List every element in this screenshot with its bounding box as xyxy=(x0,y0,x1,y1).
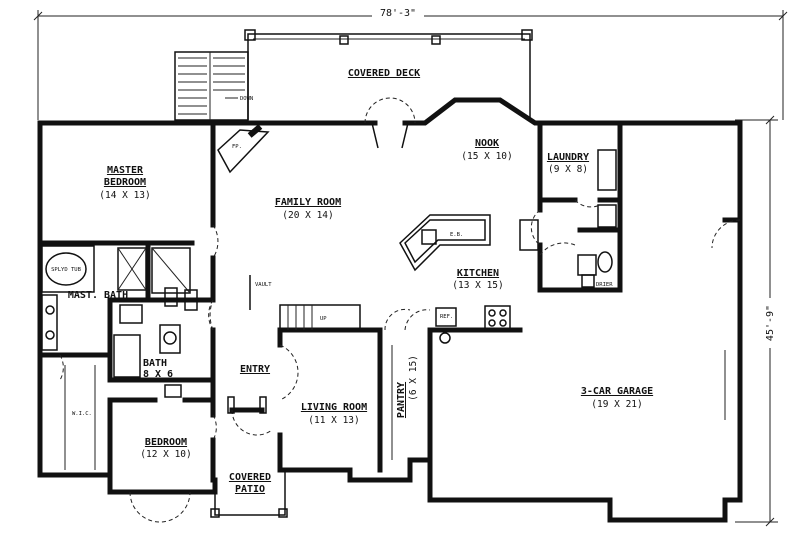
kitchen-name: KITCHEN xyxy=(457,268,499,279)
tub-label: SPLYD TUB xyxy=(51,267,81,273)
master-bath: SPLYD TUB MAST. BATH xyxy=(41,245,198,381)
deck-post xyxy=(339,35,349,45)
deck-stairs: DOWN xyxy=(174,51,253,121)
stairs-up-label: UP xyxy=(320,316,327,322)
drier-label: DRIER xyxy=(596,282,613,288)
bath-size: 8 X 6 xyxy=(143,369,173,380)
mast-bath-label: MAST. BATH xyxy=(68,290,128,301)
entry-label: ENTRY xyxy=(240,364,270,375)
vault-label: VAULT xyxy=(255,282,272,288)
master-bedroom: MASTER BEDROOM (14 X 13) xyxy=(99,165,219,259)
stairs-down-label: DOWN xyxy=(240,96,253,102)
width-dimension-line: 78'-3" xyxy=(33,6,788,120)
family-room: FAMILY ROOM (20 X 14) VAULT xyxy=(209,197,341,331)
deck-post xyxy=(431,35,441,45)
kitchen: E.B. KITCHEN (13 X 15) REF. xyxy=(399,209,541,344)
garage-name: 3-CAR GARAGE xyxy=(581,386,653,397)
bath: BATH 8 X 6 xyxy=(113,299,214,398)
fireplace: FP. xyxy=(217,124,270,174)
deck-post xyxy=(521,29,533,41)
nook-size: (15 X 10) xyxy=(461,151,512,162)
bath-label: BATH xyxy=(143,358,167,369)
walk-in-closet: W.I.C. xyxy=(64,365,96,470)
laundry-size: (9 X 8) xyxy=(548,164,588,175)
deck-door[interactable] xyxy=(364,97,416,149)
nook: NOOK (15 X 10) xyxy=(461,138,512,162)
pantry-name: PANTRY xyxy=(396,382,407,418)
living-room-name: LIVING ROOM xyxy=(301,402,367,413)
entry: ENTRY xyxy=(227,344,299,436)
depth-dimension: 45'-9" xyxy=(765,305,776,341)
bedroom: BEDROOM (12 X 10) xyxy=(129,414,217,523)
laundry-name: LAUNDRY xyxy=(547,152,589,163)
family-room-size: (20 X 14) xyxy=(282,210,333,221)
covered-deck-label: COVERED DECK xyxy=(348,68,420,79)
master-bedroom-name-line1: MASTER xyxy=(107,165,144,176)
bedroom-size: (12 X 10) xyxy=(140,449,191,460)
nook-name: NOOK xyxy=(475,138,499,149)
bedroom-name: BEDROOM xyxy=(145,437,187,448)
eating-bar-label: E.B. xyxy=(450,232,463,238)
laundry: LAUNDRY (9 X 8) DRIER xyxy=(539,149,617,288)
patio-post xyxy=(278,508,288,518)
family-room-name: FAMILY ROOM xyxy=(275,197,341,208)
covered-patio-line1: COVERED xyxy=(229,472,271,483)
master-bedroom-name-line2: BEDROOM xyxy=(104,177,146,188)
garage-size: (19 X 21) xyxy=(591,399,642,410)
patio-post xyxy=(210,508,220,518)
kitchen-size: (13 X 15) xyxy=(452,280,503,291)
garage: 3-CAR GARAGE (19 X 21) xyxy=(581,219,741,420)
deck-post xyxy=(244,29,256,41)
master-bedroom-size: (14 X 13) xyxy=(99,190,150,201)
interior-stairs: UP xyxy=(279,304,361,331)
closet-label: W.I.C. xyxy=(72,411,92,417)
living-room: LIVING ROOM (11 X 13) xyxy=(301,308,411,426)
living-room-size: (11 X 13) xyxy=(308,415,359,426)
pantry: PANTRY (6 X 15) xyxy=(391,309,431,460)
covered-patio-line2: PATIO xyxy=(235,484,265,495)
fireplace-label: FP. xyxy=(232,144,242,150)
depth-dimension-line: 45'-9" xyxy=(735,115,778,527)
width-dimension: 78'-3" xyxy=(380,8,416,19)
pantry-size: (6 X 15) xyxy=(408,355,419,401)
covered-deck: COVERED DECK xyxy=(244,29,533,120)
covered-patio: COVERED PATIO xyxy=(210,470,288,518)
ref-label: REF. xyxy=(440,314,453,320)
